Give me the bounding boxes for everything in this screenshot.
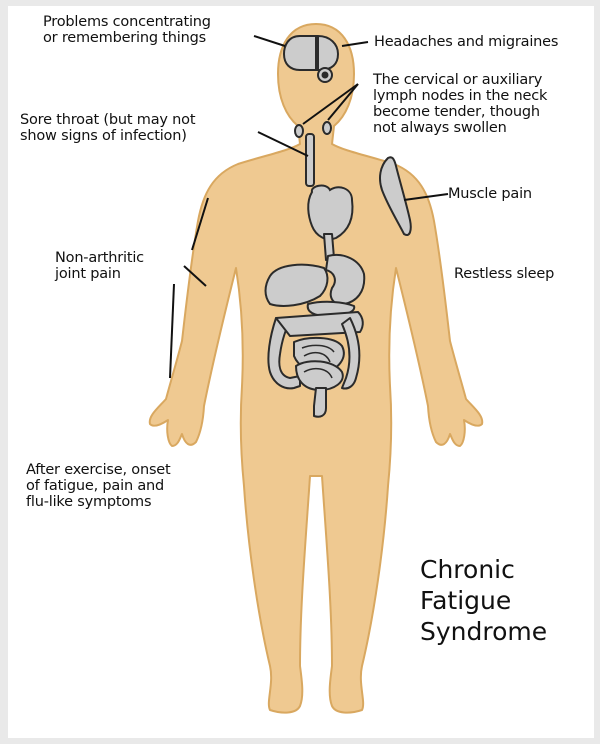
heart	[308, 186, 352, 240]
label-muscle-pain: Muscle pain	[448, 186, 532, 202]
label-headaches: Headaches and migraines	[374, 34, 558, 50]
diagram-title: Chronic Fatigue Syndrome	[420, 554, 547, 647]
label-restless-sleep: Restless sleep	[454, 266, 554, 282]
diagram-frame: Problems concentrating or remembering th…	[8, 6, 594, 738]
label-after-exercise: After exercise, onset of fatigue, pain a…	[26, 462, 171, 510]
label-lymph-nodes: The cervical or auxiliary lymph nodes in…	[373, 72, 547, 136]
line-concentrating	[254, 36, 285, 46]
throat	[306, 134, 314, 186]
line-joint-3	[170, 284, 174, 378]
label-concentrating: Problems concentrating or remembering th…	[43, 14, 211, 46]
label-sore-throat: Sore throat (but may not show signs of i…	[20, 112, 195, 144]
label-joint-pain: Non-arthritic joint pain	[55, 250, 144, 282]
